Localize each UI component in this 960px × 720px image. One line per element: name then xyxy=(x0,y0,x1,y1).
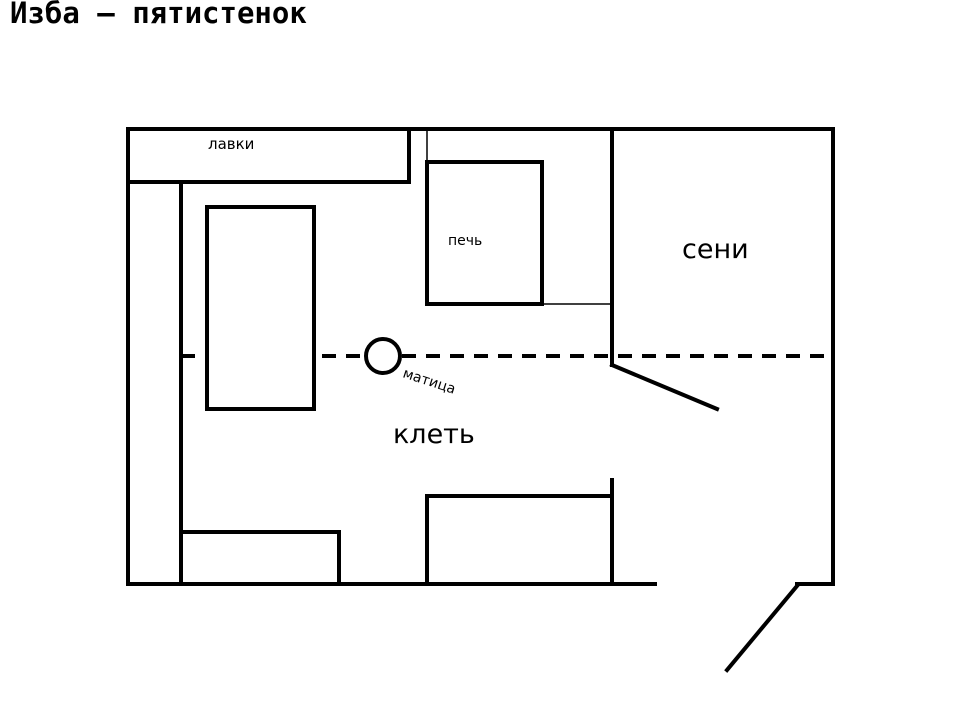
bench-bottom-right xyxy=(425,494,614,586)
stove-group xyxy=(425,129,612,306)
bench-top xyxy=(126,127,411,184)
outer-walls xyxy=(126,127,835,586)
label-room: клеть xyxy=(393,419,475,450)
label-beam: матица xyxy=(401,366,458,398)
beam-support-circle xyxy=(364,337,402,375)
bench-bottom-left xyxy=(179,530,341,586)
label-entry-hall: сени xyxy=(682,234,749,265)
page-title: Изба – пятистенок xyxy=(10,0,307,30)
ceiling-beam xyxy=(181,337,833,375)
stove xyxy=(425,160,544,306)
inner-door-leaf xyxy=(609,362,720,412)
label-benches: лавки xyxy=(208,135,254,153)
label-stove: печь xyxy=(448,233,482,249)
table xyxy=(205,205,316,411)
benches xyxy=(126,127,614,586)
outer-door-leaf xyxy=(724,583,800,673)
